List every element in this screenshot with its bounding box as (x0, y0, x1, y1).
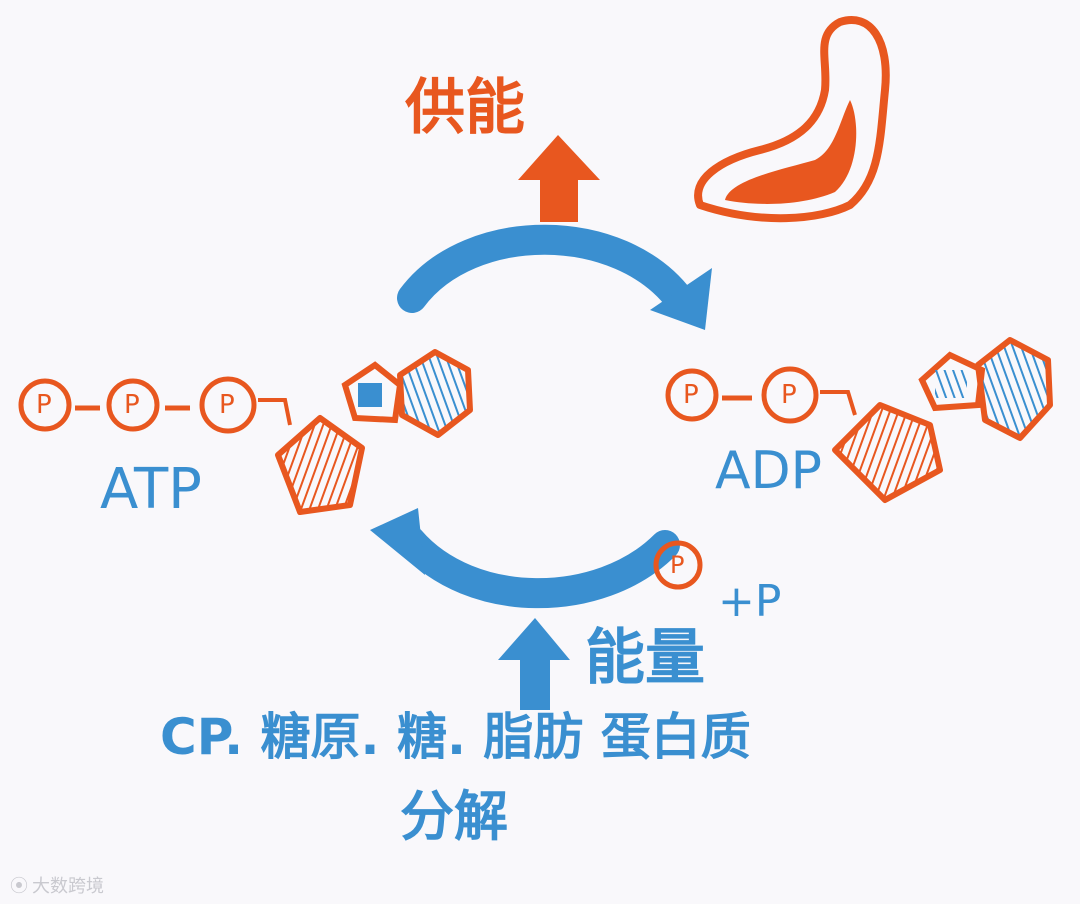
energy-supply-label: 供能 (405, 73, 525, 143)
muscle-arm-icon (694, 16, 890, 223)
pentagon-sugar-icon (832, 402, 943, 503)
cycle-arrow-icon (397, 224, 712, 330)
phosphate-circle-icon (18, 378, 72, 432)
adp-label: ADP (715, 441, 822, 501)
pentagon-sugar-icon (275, 415, 365, 515)
phosphate-label: P (219, 390, 235, 420)
hexagon-base-icon (975, 337, 1053, 441)
up-arrow-icon (498, 618, 570, 710)
watermark-text: 大数跨境 (32, 876, 104, 897)
atp-label: ATP (100, 457, 202, 522)
pentagon-base-icon (341, 361, 404, 424)
phosphate-label: P (670, 551, 685, 579)
watermark: ⦿ 大数跨境 (10, 872, 104, 898)
up-arrow-icon (518, 135, 600, 222)
phosphate-label: P (124, 390, 140, 420)
decompose-label: 分解 (400, 785, 508, 848)
logo-icon: ⦿ (10, 876, 28, 897)
phosphate-label: P (683, 380, 699, 410)
phosphate-circle-icon (199, 376, 257, 434)
energy-label: 能量 (585, 623, 705, 693)
atp-molecule (18, 349, 473, 515)
cycle-arrow-icon (370, 508, 680, 609)
hexagon-base-icon (397, 349, 473, 438)
phosphate-label: P (36, 390, 52, 420)
phosphate-label: P (781, 380, 797, 410)
plus-phosphate-label: +P (718, 576, 782, 627)
phosphate-circle-icon (106, 378, 160, 432)
energy-sources-label: CP. 糖原. 糖. 脂肪 蛋白质 (160, 708, 751, 766)
phosphate-circle-icon (653, 540, 703, 590)
adp-molecule (665, 337, 1053, 503)
phosphate-circle-icon (761, 366, 819, 424)
phosphate-circle-icon (665, 368, 719, 422)
pentagon-base-icon (918, 351, 986, 412)
